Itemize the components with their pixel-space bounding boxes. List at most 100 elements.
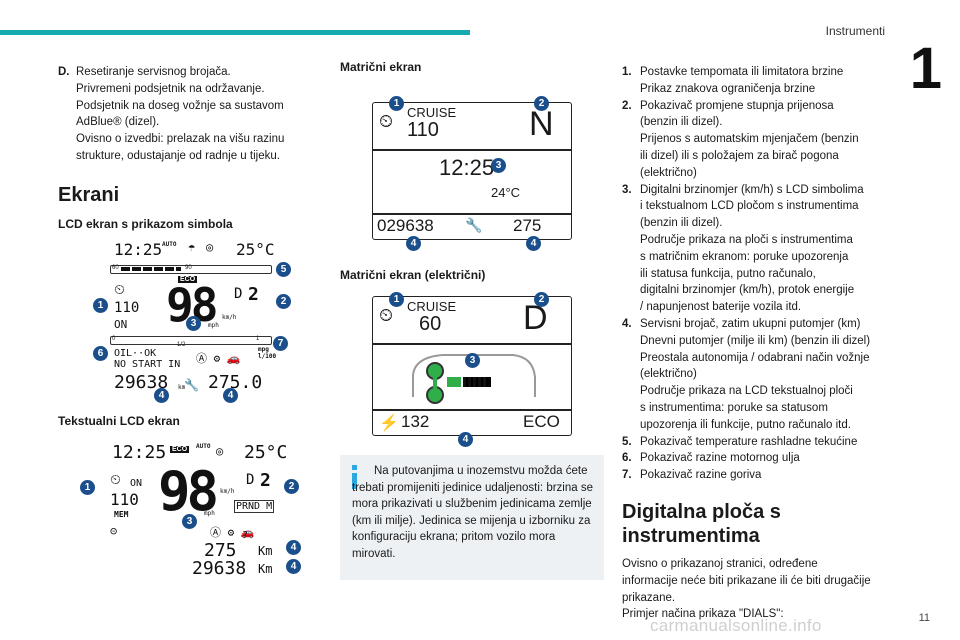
callout-badge: 4: [286, 540, 301, 555]
list-line: i tekstualnom LCD pločom s instrumentima: [640, 200, 859, 213]
matrix-range: 275: [513, 216, 542, 235]
eco-badge: ECO: [178, 276, 198, 283]
lcd-on-label: ON: [114, 318, 128, 331]
list-line: ili statusa funkcija, putno računalo,: [640, 267, 816, 280]
list-line: Dnevni putomjer (milje ili km) (benzin i…: [640, 334, 871, 347]
cruise-ring-icon: ◎: [206, 240, 214, 254]
scale-label: 1/2: [177, 342, 186, 348]
item-d: D. Resetiranje servisnog brojača. Privre…: [58, 64, 308, 165]
item-d-text: Resetiranje servisnog brojača. Privremen…: [76, 64, 308, 165]
cruise-icon: ⏲: [379, 111, 394, 131]
list-item: 3. Digitalni brzinomjer (km/h) s LCD sim…: [622, 182, 892, 316]
callout-badge: 4: [223, 388, 238, 403]
matrix2-range: 132: [401, 412, 430, 431]
list-number: 1.: [622, 66, 632, 78]
lcd2-odometer: 29638: [192, 558, 247, 579]
lcd-gear-number: 2: [248, 284, 259, 305]
callout-badge: 1: [389, 96, 404, 111]
lcd-time: 12:25: [114, 240, 163, 259]
item-d-line: Privremeni podsjetnik na održavanje.: [76, 82, 265, 95]
lcd2-gear: D: [246, 472, 255, 488]
info-note-text: Na putovanjima u inozemstvu možda ćete t…: [352, 465, 593, 560]
callout-badge: 5: [276, 262, 291, 277]
callout-badge: 4: [458, 432, 473, 447]
info-note-box: Na putovanjima u inozemstvu možda ćete t…: [340, 455, 604, 580]
odo-unit: km: [178, 384, 186, 391]
mpg-label: mpg: [258, 346, 269, 353]
list-line: Pokazivač razine goriva: [640, 469, 762, 482]
lcd2-on: ON: [130, 478, 143, 489]
mph-label: mph: [204, 510, 215, 517]
list-item: 1. Postavke tempomata ili limitatora brz…: [622, 64, 892, 98]
matrix2-cruise-label: CRUISE: [407, 299, 457, 314]
callout-badge: 3: [491, 158, 506, 173]
chapter-title: Instrumenti: [825, 24, 885, 38]
callout-badge: 2: [284, 479, 299, 494]
list-line: Prikaz znakova ograničenja brzine: [640, 82, 816, 95]
item-d-line: strukture, odustajanje od radnje u tijek…: [76, 149, 280, 162]
list-number: 5.: [622, 435, 632, 448]
callout-badge: 3: [182, 514, 197, 529]
list-number: 4.: [622, 317, 632, 330]
outro-line: Primjer načina prikaza "DIALS":: [622, 608, 784, 621]
scale-label: 0: [112, 336, 116, 342]
list-line: Prijenos s automatskim mjenjačem (benzin: [640, 133, 859, 146]
list-line: / napunjenost baterije vozila itd.: [640, 301, 802, 314]
list-line: Digitalni brzinomjer (km/h) s LCD simbol…: [640, 183, 864, 196]
callout-badge: 6: [93, 346, 108, 361]
lcd2-gear-number: 2: [260, 470, 271, 491]
matrix-cruise-label: CRUISE: [407, 105, 457, 120]
list-text: Servisni brojač, zatim ukupni putomjer (…: [640, 316, 892, 434]
lcd-nostart: NO START IN: [114, 359, 181, 370]
list-item: 6. Pokazivač razine motornog ulja: [622, 450, 892, 467]
list-line: (benzin ili dizel).: [640, 217, 723, 230]
list-line: upozorenja ili funkcije, putno računalo …: [640, 418, 851, 431]
lcd-trip: 275.0: [208, 372, 263, 393]
callout-badge: 2: [534, 96, 549, 111]
callout-badge: 2: [534, 292, 549, 307]
lcd-text-screen: 12:25 ECO AUTO ◎ 25°C ⏲ ON 110 MEM ⊝ 98 …: [108, 440, 287, 580]
lcd-temp: 25°C: [236, 240, 275, 259]
section-title-digital: Digitalna ploča s instrumentima: [622, 500, 781, 547]
list-item: 4. Servisni brojač, zatim ukupni putomje…: [622, 316, 892, 434]
list-line: Preostala autonomija / odabrani način vo…: [640, 351, 870, 364]
lcd-odometer: 29638: [114, 372, 169, 393]
matrix-title: Matrični ekran: [340, 60, 422, 74]
mph-label: mph: [208, 322, 219, 329]
callout-badge: 4: [406, 236, 421, 251]
matrix-temp: 24°C: [491, 185, 521, 200]
column-right: 1. Postavke tempomata ili limitatora brz…: [622, 64, 892, 623]
lcd2-cruise: 110: [110, 490, 139, 509]
cruise-icon: ⏲: [114, 282, 125, 298]
list-line: Pokazivač temperature rashladne tekućine: [640, 435, 858, 448]
list-number: 7.: [622, 469, 632, 482]
callout-badge: 7: [273, 336, 288, 351]
lcd-symbol-screen: 12:25 AUTO ☂ ◎ 25°C 60 90 ECO ⏲ 110 ON 9…: [108, 238, 276, 403]
lcd-oil-status: OIL··OK: [114, 348, 157, 359]
list-line: Područje prikaza na LCD tekstualnoj ploč…: [640, 385, 853, 398]
callout-badge: 4: [526, 236, 541, 251]
lcd-symbols-title: LCD ekran s prikazom simbola: [58, 216, 233, 231]
lcd2-speed: 98: [158, 460, 219, 523]
callout-badge: 1: [80, 480, 95, 495]
matrix-elec-title: Matrični ekran (električni): [340, 268, 486, 282]
info-icon: [352, 465, 357, 489]
list-line: Pokazivač promjene stupnja prijenosa: [640, 99, 834, 112]
wrench-icon: 🔧: [465, 217, 483, 233]
list-number: 2.: [622, 99, 632, 112]
matrix-cruise-value: 110: [407, 119, 439, 141]
cruise-icon: ⏲: [110, 472, 121, 488]
section-title-ekrani: Ekrani: [58, 183, 120, 206]
item-d-line: Resetiranje servisnog brojača.: [76, 66, 231, 78]
lcd2-odo-unit: Km: [258, 562, 273, 576]
wiper-icon: ☂: [188, 240, 196, 254]
outro-text: Ovisno o prikazanoj stranici, određene i…: [622, 556, 892, 623]
mem-label: MEM: [114, 510, 129, 519]
watermark: carmanualsonline.info: [650, 616, 822, 635]
eco-badge: ECO: [170, 446, 190, 453]
page-number: 11: [918, 612, 930, 624]
callout-badge: 3: [465, 353, 480, 368]
list-text: Pokazivač promjene stupnja prijenosa (be…: [640, 98, 892, 182]
outro-line: prikazane.: [622, 591, 676, 604]
lcd2-temp: 25°C: [244, 442, 288, 463]
